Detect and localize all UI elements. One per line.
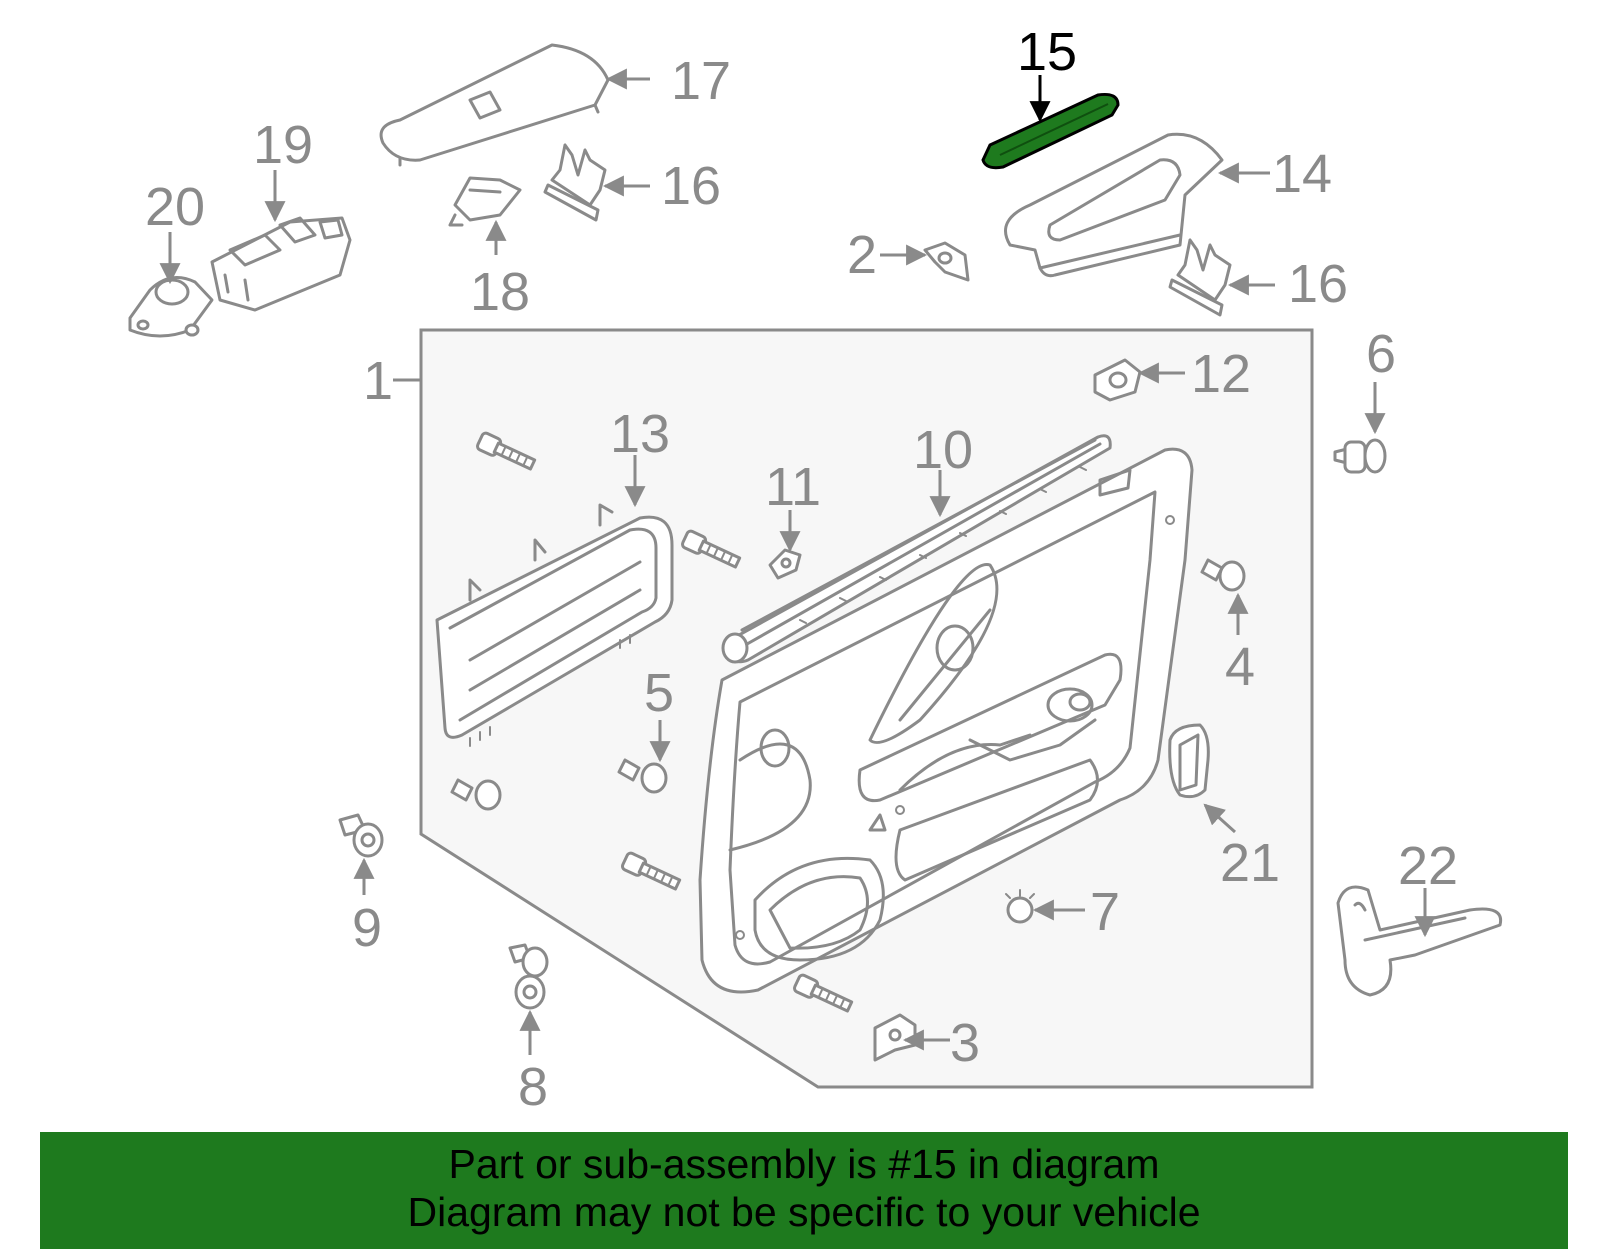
callout-18: 18 xyxy=(470,262,530,322)
part-20-switch xyxy=(128,276,214,338)
callout-5: 5 xyxy=(644,663,674,723)
part-12-cover xyxy=(1093,358,1142,402)
part-10-weatherstrip xyxy=(721,434,1112,664)
callout-12: 12 xyxy=(1191,344,1251,404)
part-16-clip-lower xyxy=(1168,238,1232,317)
door-trim-panel xyxy=(698,447,1194,994)
callout-16-upper: 16 xyxy=(661,156,721,216)
part-15-highlighted-pad xyxy=(981,93,1120,170)
callout-21: 21 xyxy=(1220,833,1280,893)
callout-6: 6 xyxy=(1366,324,1396,384)
part-9-fastener xyxy=(338,813,384,858)
callout-11: 11 xyxy=(765,457,821,517)
callout-19: 19 xyxy=(253,115,313,175)
callout-2: 2 xyxy=(847,225,877,285)
callout-9: 9 xyxy=(352,898,382,958)
clip-left xyxy=(450,778,502,811)
part-18-switch xyxy=(448,176,522,227)
part-13-map-pocket xyxy=(435,503,674,747)
callout-1: 1 xyxy=(363,351,393,411)
callout-10: 10 xyxy=(913,420,973,480)
callout-17: 17 xyxy=(671,51,731,111)
part-22-pull-handle xyxy=(1336,885,1503,997)
callout-8: 8 xyxy=(518,1057,548,1117)
callout-15: 15 xyxy=(1017,22,1077,82)
part-4-fastener xyxy=(1200,558,1246,592)
callout-labels: 15 17 16 14 16 2 19 20 18 12 1 6 13 10 1… xyxy=(145,22,1458,1117)
part-6-fastener xyxy=(1333,438,1387,474)
fasteners xyxy=(338,438,1387,1062)
banner-line-1: Part or sub-assembly is #15 in diagram xyxy=(448,1141,1160,1187)
part-17-switch-bezel xyxy=(379,43,610,167)
part-19-window-switch xyxy=(210,216,352,312)
callout-3: 3 xyxy=(950,1013,980,1073)
screws xyxy=(476,431,854,1013)
callout-20: 20 xyxy=(145,177,205,237)
banner-line-2: Diagram may not be specific to your vehi… xyxy=(407,1189,1201,1235)
callout-16-lower: 16 xyxy=(1288,254,1348,314)
callout-4: 4 xyxy=(1225,637,1255,697)
part-14-armrest xyxy=(1004,132,1224,278)
callout-22: 22 xyxy=(1398,836,1458,896)
part-5-fastener xyxy=(617,758,668,794)
part-7-fastener xyxy=(1005,889,1035,924)
part-16-clip-upper xyxy=(543,143,607,222)
part-8-fastener xyxy=(508,943,549,1010)
leader-arrows xyxy=(159,68,1436,1055)
part-2-bracket xyxy=(923,241,970,282)
callout-7: 7 xyxy=(1090,882,1120,942)
callout-14: 14 xyxy=(1272,144,1332,204)
info-banner: Part or sub-assembly is #15 in diagram D… xyxy=(40,1132,1568,1249)
callout-13: 13 xyxy=(610,404,670,464)
part-11-clip xyxy=(768,548,802,580)
part-21-handle-cover xyxy=(1168,723,1210,799)
